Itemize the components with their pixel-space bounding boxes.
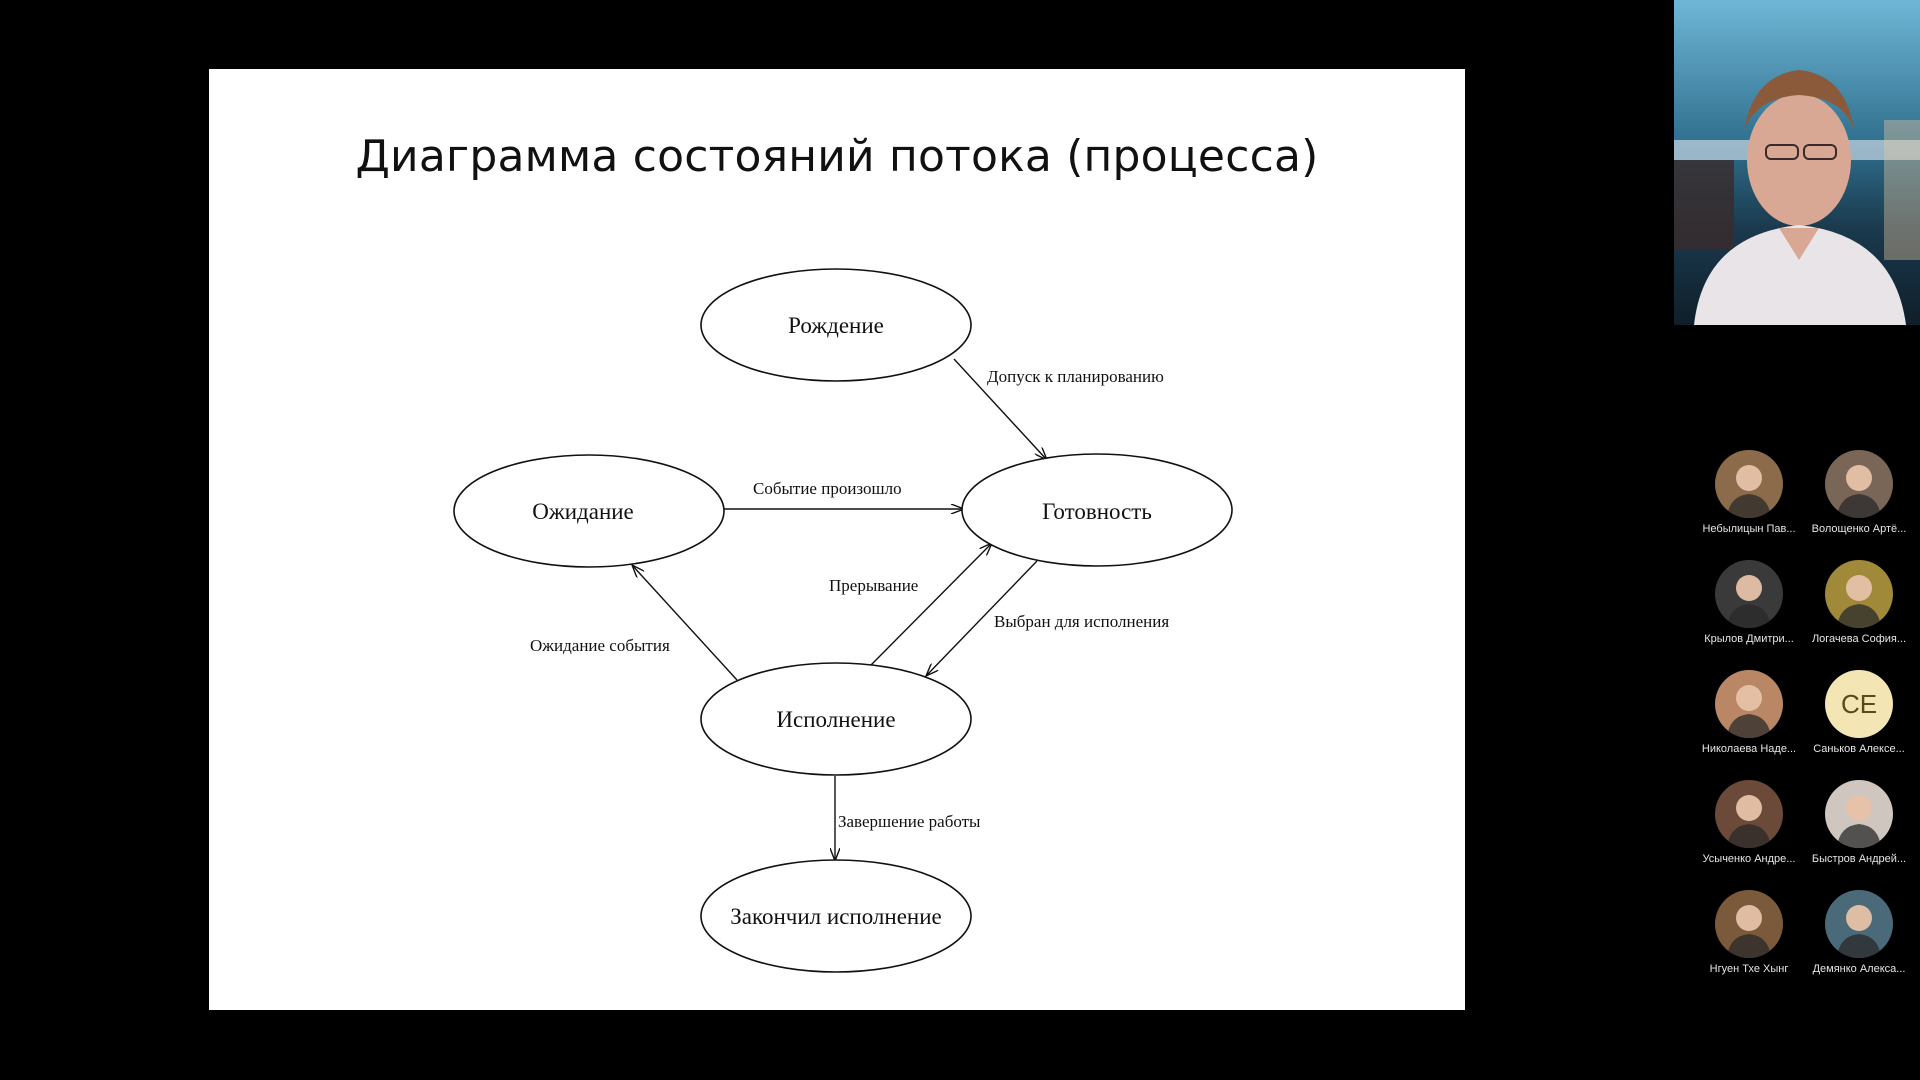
participant-tile[interactable]: Николаева Наде... [1694,670,1804,755]
participant-name: Волощенко Артё... [1811,523,1907,535]
state-ready [961,453,1233,567]
state-finished-label: Закончил исполнение [730,904,942,929]
state-waiting-label: Ожидание [532,499,634,524]
participant-avatar [1825,450,1893,518]
edge-wait-event-arrow [632,565,738,681]
participant-avatar [1825,890,1893,958]
participant-name: Небылицын Пав... [1702,523,1796,535]
participant-name: Крылов Дмитри... [1704,633,1794,645]
participant-name: Николаева Наде... [1701,743,1797,755]
participant-name: Усыченко Андре... [1702,853,1796,865]
person-icon [1727,575,1771,628]
speaker-video[interactable] [1674,0,1920,325]
participant-tile[interactable]: Усыченко Андре... [1694,780,1804,865]
state-birth-label: Рождение [788,313,884,338]
participant-name: Демянко Алекса... [1812,963,1906,975]
participant-avatar [1825,780,1893,848]
participant-tile[interactable]: Логачева София... [1804,560,1914,645]
person-icon [1837,465,1881,518]
participant-name: Нгуен Тхе Хынг [1709,963,1789,975]
participant-avatar [1715,780,1783,848]
person-icon [1727,465,1771,518]
participant-avatar [1715,560,1783,628]
edge-interrupt-arrow [870,543,992,666]
state-ready-label: Готовность [1042,499,1152,524]
state-running [700,662,972,776]
edge-admit-arrow [953,358,1047,460]
participant-name: Саньков Алексе... [1813,743,1905,755]
participant-tile[interactable]: Волощенко Артё... [1804,450,1914,535]
state-diagram: Рождение Ожидание Готовность Исполнение … [453,268,1233,973]
state-running-label: Исполнение [776,707,895,732]
edge-interrupt-label: Прерывание [829,576,918,595]
state-finished [700,859,972,973]
edge-event-occurred-label: Событие произошло [753,479,902,498]
participant-tile[interactable]: Демянко Алекса... [1804,890,1914,975]
participant-avatar [1825,560,1893,628]
person-icon [1837,575,1881,628]
participant-tile[interactable]: Небылицын Пав... [1694,450,1804,535]
person-icon [1727,795,1771,848]
participant-avatar [1715,670,1783,738]
participant-avatar: СЕ [1825,670,1893,738]
edge-wait-event-label: Ожидание события [530,636,670,655]
state-waiting [453,454,725,568]
participant-tile[interactable]: СЕ Саньков Алексе... [1804,670,1914,755]
participant-tile[interactable]: Нгуен Тхе Хынг [1694,890,1804,975]
participant-name: Быстров Андрей... [1811,853,1907,865]
participant-initials: СЕ [1840,688,1878,719]
slide-title: Диаграмма состояний потока (процесса) [355,131,1319,182]
edge-dispatch-arrow [926,560,1038,676]
participant-avatar [1715,450,1783,518]
participant-avatar [1715,890,1783,958]
participant-tile[interactable]: Крылов Дмитри... [1694,560,1804,645]
person-icon [1727,685,1771,738]
person-icon [1837,795,1881,848]
person-icon [1837,905,1881,958]
participant-tile[interactable]: Быстров Андрей... [1804,780,1914,865]
participant-name: Логачева София... [1811,633,1907,645]
edge-dispatch-label: Выбран для исполнения [994,612,1169,631]
state-birth [700,268,972,382]
speaker-video-frame [1674,0,1920,325]
person-icon [1727,905,1771,958]
presentation-slide: Диаграмма состояний потока (процесса) Ро… [209,69,1465,1010]
edge-exit-label: Завершение работы [838,812,981,831]
edge-admit-label: Допуск к планированию [987,367,1164,386]
